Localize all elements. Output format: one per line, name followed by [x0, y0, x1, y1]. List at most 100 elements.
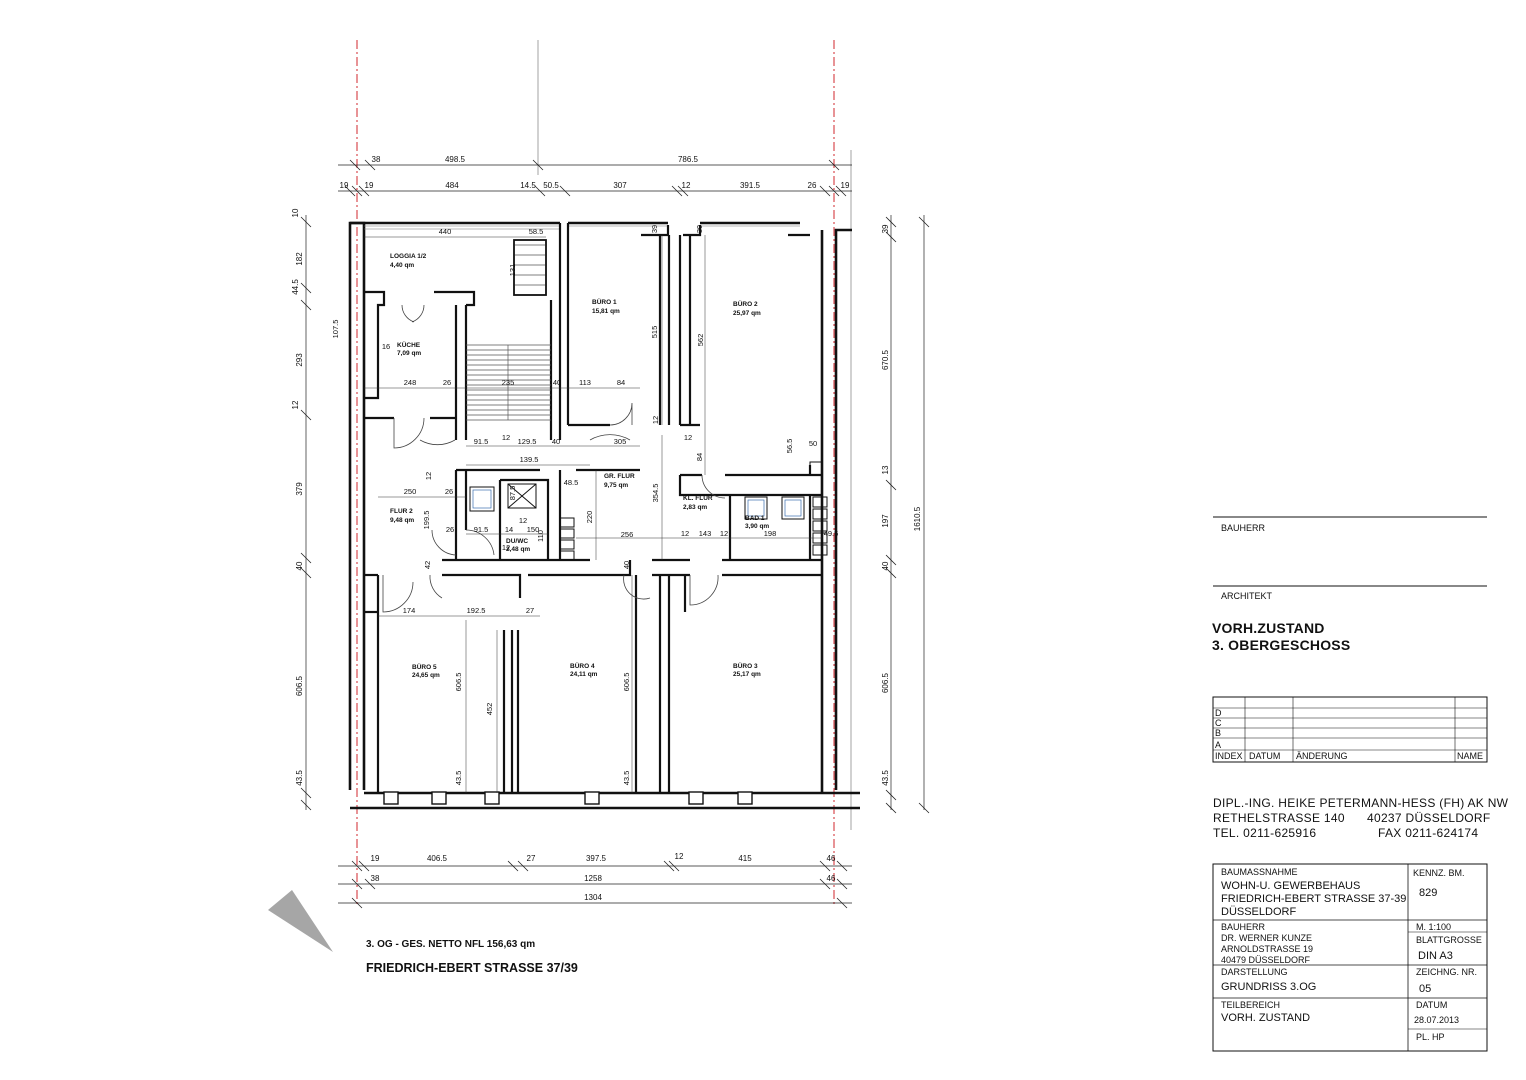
dimension-label: 40: [552, 437, 560, 446]
dimension-label: 307: [613, 181, 627, 190]
bauherr2-line: 40479 DÜSSELDORF: [1221, 955, 1311, 965]
room-area: 2,48 qm: [506, 546, 530, 553]
dimension-label: 12: [651, 416, 660, 424]
dimension-label: 143: [699, 529, 712, 538]
dimension-label: 43.5: [454, 771, 463, 786]
dimension-label: 40: [553, 378, 561, 387]
dimension-label: 248: [404, 378, 417, 387]
dimension-label: 606.5: [622, 673, 631, 692]
dimension-label: 12: [681, 529, 689, 538]
baumassnahme-line: DÜSSELDORF: [1221, 906, 1297, 918]
dimension-label: 110: [536, 530, 545, 542]
interior-walls: [364, 223, 822, 793]
dimension-label: 391.5: [740, 181, 761, 190]
room-area: 25,17 qm: [733, 671, 761, 678]
drawing-heading-1: VORH.ZUSTAND: [1212, 620, 1325, 636]
dimension-label: 40: [622, 561, 631, 569]
revision-row: C: [1215, 718, 1222, 728]
dimension-label: 197: [881, 514, 890, 528]
dimension-ticks: [300, 159, 930, 909]
dimension-label: 305: [614, 437, 627, 446]
room-name: BAD 1: [745, 515, 765, 522]
revision-header: ÄNDERUNG: [1296, 751, 1348, 761]
kennz-value: 829: [1419, 887, 1438, 899]
dimension-label: 12: [502, 543, 510, 552]
dimension-label: 12: [519, 516, 527, 525]
dimension-label: 606.5: [295, 675, 304, 696]
room-labels: LOGGIA 1/2 4,40 qm KÜCHE 7,09 qm BÜRO 1 …: [390, 253, 769, 679]
dimension-label: 786.5: [678, 155, 699, 164]
room-name: BÜRO 2: [733, 299, 758, 308]
bauherr2-label: BAUHERR: [1221, 922, 1266, 932]
dimension-label: 12: [291, 400, 300, 409]
dimension-label: 56.5: [785, 439, 794, 454]
dimension-label: 87.5: [508, 486, 517, 501]
room-area: 2,83 qm: [683, 504, 707, 511]
dimension-label: 12: [502, 433, 510, 442]
architect-street: RETHELSTRASSE 140: [1213, 811, 1345, 825]
dimension-label: 182: [295, 252, 304, 266]
staircase: [466, 244, 551, 421]
dimension-label: 14.5: [520, 181, 536, 190]
dimension-label: 10: [291, 208, 300, 217]
dimension-label: 43.5: [622, 771, 631, 786]
room-name: GR. FLUR: [604, 473, 635, 480]
dimension-label: 43.5: [881, 770, 890, 786]
room-area: 7,09 qm: [397, 350, 421, 357]
dimension-labels-top: 38 498.5 786.5 19 19 484 14.5 50.5 307 1…: [340, 155, 850, 190]
room-name: BÜRO 1: [592, 297, 617, 306]
architekt-label: ARCHITEKT: [1221, 591, 1273, 601]
architect-fax: FAX 0211-624174: [1378, 826, 1479, 840]
dimension-label: 129.5: [518, 437, 537, 446]
dimension-label: 39: [695, 225, 704, 233]
room-name: DU/WC: [506, 538, 528, 545]
dimension-label: 84: [695, 453, 704, 461]
dimension-label: 39: [650, 225, 659, 233]
room-area: 3,90 qm: [745, 523, 769, 530]
dimension-label: 58.5: [529, 227, 544, 236]
dimension-label: 19: [340, 181, 349, 190]
zeichnr-label: ZEICHNG. NR.: [1416, 967, 1478, 977]
bauherr2-line: ARNOLDSTRASSE 19: [1221, 944, 1314, 954]
datum-value: 28.07.2013: [1414, 1015, 1460, 1025]
room-name: BÜRO 4: [570, 661, 595, 670]
darstellung-label: DARSTELLUNG: [1221, 967, 1288, 977]
revision-header: DATUM: [1249, 751, 1281, 761]
dimension-label: 40: [881, 561, 890, 570]
dimension-label: 220: [585, 511, 594, 524]
room-name: FLUR 2: [390, 508, 413, 515]
dimension-label: 484: [445, 181, 459, 190]
drawing-heading-2: 3. OBERGESCHOSS: [1212, 637, 1351, 653]
revision-header: INDEX: [1215, 751, 1243, 761]
planer: PL. HP: [1416, 1032, 1445, 1042]
dimension-label: 406.5: [427, 854, 448, 863]
dimension-label: 12: [675, 852, 684, 861]
dimension-labels-bottom: 19 406.5 27 397.5 12 415 46 38 1258 46 1…: [371, 852, 836, 902]
datum-label: DATUM: [1416, 1000, 1448, 1010]
architect-name: DIPL.-ING. HEIKE PETERMANN-HESS (FH) AK …: [1213, 796, 1509, 810]
dimension-label: 50.5: [543, 181, 559, 190]
dimension-label: 38: [372, 155, 381, 164]
dimension-label: 397.5: [586, 854, 607, 863]
dimension-labels-right: 39 670.5 13 197 40 606.5 43.5 1610.5: [881, 224, 922, 786]
blattgrosse-label: BLATTGROSSE: [1416, 935, 1482, 945]
architect-city: 40237 DÜSSELDORF: [1367, 811, 1491, 825]
dimension-label: 39: [881, 224, 890, 233]
dimension-label: 26: [443, 378, 451, 387]
baumassnahme-line: WOHN-U. GEWERBEHAUS: [1221, 880, 1361, 892]
dimension-label: 91.5: [474, 437, 489, 446]
dimension-label: 19: [371, 854, 380, 863]
dimension-label: 1258: [584, 874, 602, 883]
dimension-label: 440: [439, 227, 452, 236]
dimension-label: 42: [423, 561, 432, 569]
zeichnr-value: 05: [1419, 983, 1432, 995]
dimension-label: 27: [526, 606, 534, 615]
dimension-label: 84: [617, 378, 625, 387]
dimension-label: 26: [446, 525, 454, 534]
dimension-label: 174: [403, 606, 416, 615]
plan-caption-area: 3. OG - GES. NETTO NFL 156,63 qm: [366, 939, 535, 950]
dimension-label: 670.5: [881, 349, 890, 370]
room-name: LOGGIA 1/2: [390, 253, 427, 260]
dimension-label-total: 1610.5: [913, 506, 922, 531]
